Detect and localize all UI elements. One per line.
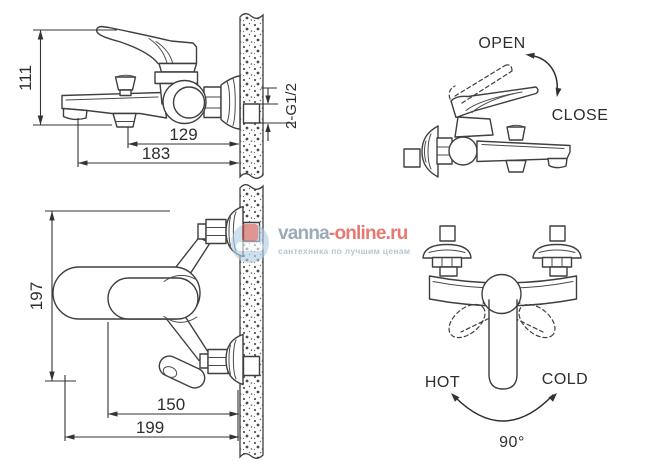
dim-label-129: 129	[169, 125, 197, 144]
faucet-top-view	[52, 205, 244, 389]
dimension-150: 150	[107, 322, 239, 418]
wall-pipe-fitting	[242, 103, 261, 124]
dimension-thread: 2-G1/2	[260, 83, 300, 141]
spout	[158, 355, 206, 389]
handle-hot-position	[448, 303, 486, 339]
handle-cold-position	[518, 303, 556, 339]
handle-lever	[95, 25, 198, 65]
faucet-side-view	[61, 25, 241, 130]
close-label: CLOSE	[552, 107, 609, 124]
side-view-panel: 111 129 183 2-G1/2	[16, 13, 300, 179]
dim-label-111: 111	[16, 65, 35, 91]
open-close-panel: OPEN CLOSE	[403, 35, 609, 178]
thread-label: 2-G1/2	[283, 83, 300, 129]
faucet-front-view	[422, 225, 582, 390]
wall-pipe-fitting	[242, 221, 261, 243]
hot-label: HOT	[425, 374, 460, 391]
cold-label: COLD	[542, 371, 588, 388]
open-close-arrow	[525, 52, 562, 97]
hex-nut	[541, 256, 573, 268]
hex-nut	[205, 218, 227, 245]
hot-cold-panel: HOT COLD 90°	[422, 225, 588, 451]
handle-open-position	[454, 64, 513, 104]
diverter-knob	[506, 126, 526, 141]
pipe-stub	[403, 148, 421, 168]
faucet-operation-view	[403, 64, 571, 178]
diverter-stub	[505, 159, 527, 173]
top-view-panel: 197 150 199	[27, 184, 264, 459]
handle-lever	[450, 86, 539, 119]
dimension-129: 129	[127, 125, 239, 148]
spout-aerator	[62, 107, 88, 121]
dim-label-199: 199	[136, 418, 164, 437]
wall-pipe-fitting	[242, 355, 261, 377]
dim-label-183: 183	[142, 144, 170, 163]
dimension-183: 183	[77, 118, 239, 167]
flange	[532, 243, 582, 259]
open-label: OPEN	[478, 35, 525, 52]
dim-label-197: 197	[27, 282, 46, 310]
diverter-stub	[112, 112, 137, 128]
pipe-stub	[549, 225, 566, 242]
dim-label-150: 150	[157, 395, 185, 414]
handle-lever	[488, 299, 518, 390]
wall-section	[239, 13, 264, 179]
flange	[422, 243, 472, 259]
dimension-199: 199	[64, 375, 239, 441]
handle-cap	[107, 277, 199, 320]
dimension-111: 111	[16, 29, 117, 126]
diverter-knob	[114, 76, 137, 91]
handle-cap	[481, 273, 522, 315]
rotation-arrow	[451, 393, 557, 422]
spout	[476, 140, 571, 163]
hex-nut	[431, 256, 463, 268]
eccentric-flange	[220, 75, 241, 130]
angle-label: 90°	[499, 434, 525, 451]
dimension-197: 197	[27, 210, 170, 382]
hex-nut	[207, 348, 229, 375]
flange	[421, 125, 439, 178]
pipe-stub	[439, 225, 456, 242]
spout-aerator	[547, 157, 568, 169]
